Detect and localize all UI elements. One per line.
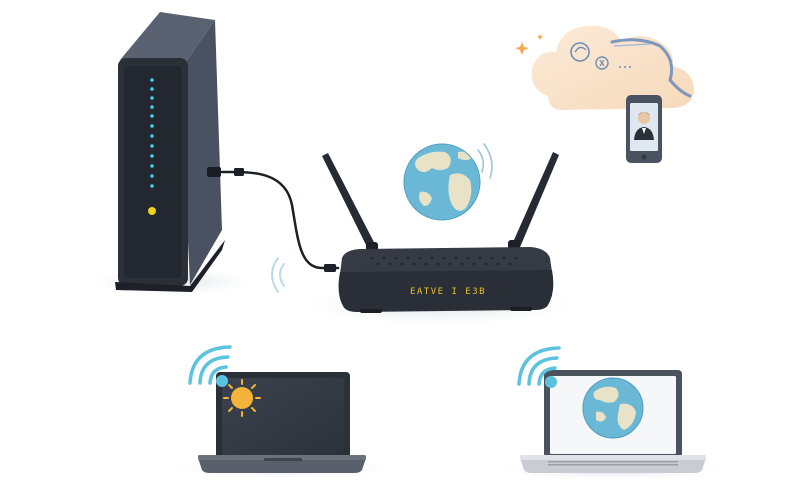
- wifi-signal-icon: [477, 143, 493, 179]
- avatar: [634, 112, 654, 140]
- laptop-icon: [502, 370, 722, 480]
- sparkle-icon: [515, 34, 543, 55]
- sun-icon: [223, 379, 261, 417]
- modem-power-led: [148, 207, 156, 215]
- router-icon: EATVE I E3B: [305, 152, 575, 325]
- modem-icon: [90, 12, 250, 296]
- globe-icon: [582, 377, 644, 439]
- modem-status-leds: [150, 78, 154, 188]
- laptop-icon: [172, 372, 392, 478]
- wifi-signal-icon: [188, 345, 232, 387]
- globe-icon: [403, 143, 481, 221]
- cloud-icon: [531, 25, 694, 110]
- smartphone-icon: [626, 95, 662, 163]
- router-led-panel: EATVE I E3B: [410, 287, 486, 297]
- wifi-signal-icon: [517, 346, 561, 388]
- ethernet-cable: [220, 170, 340, 270]
- wifi-signal-icon: [271, 257, 285, 293]
